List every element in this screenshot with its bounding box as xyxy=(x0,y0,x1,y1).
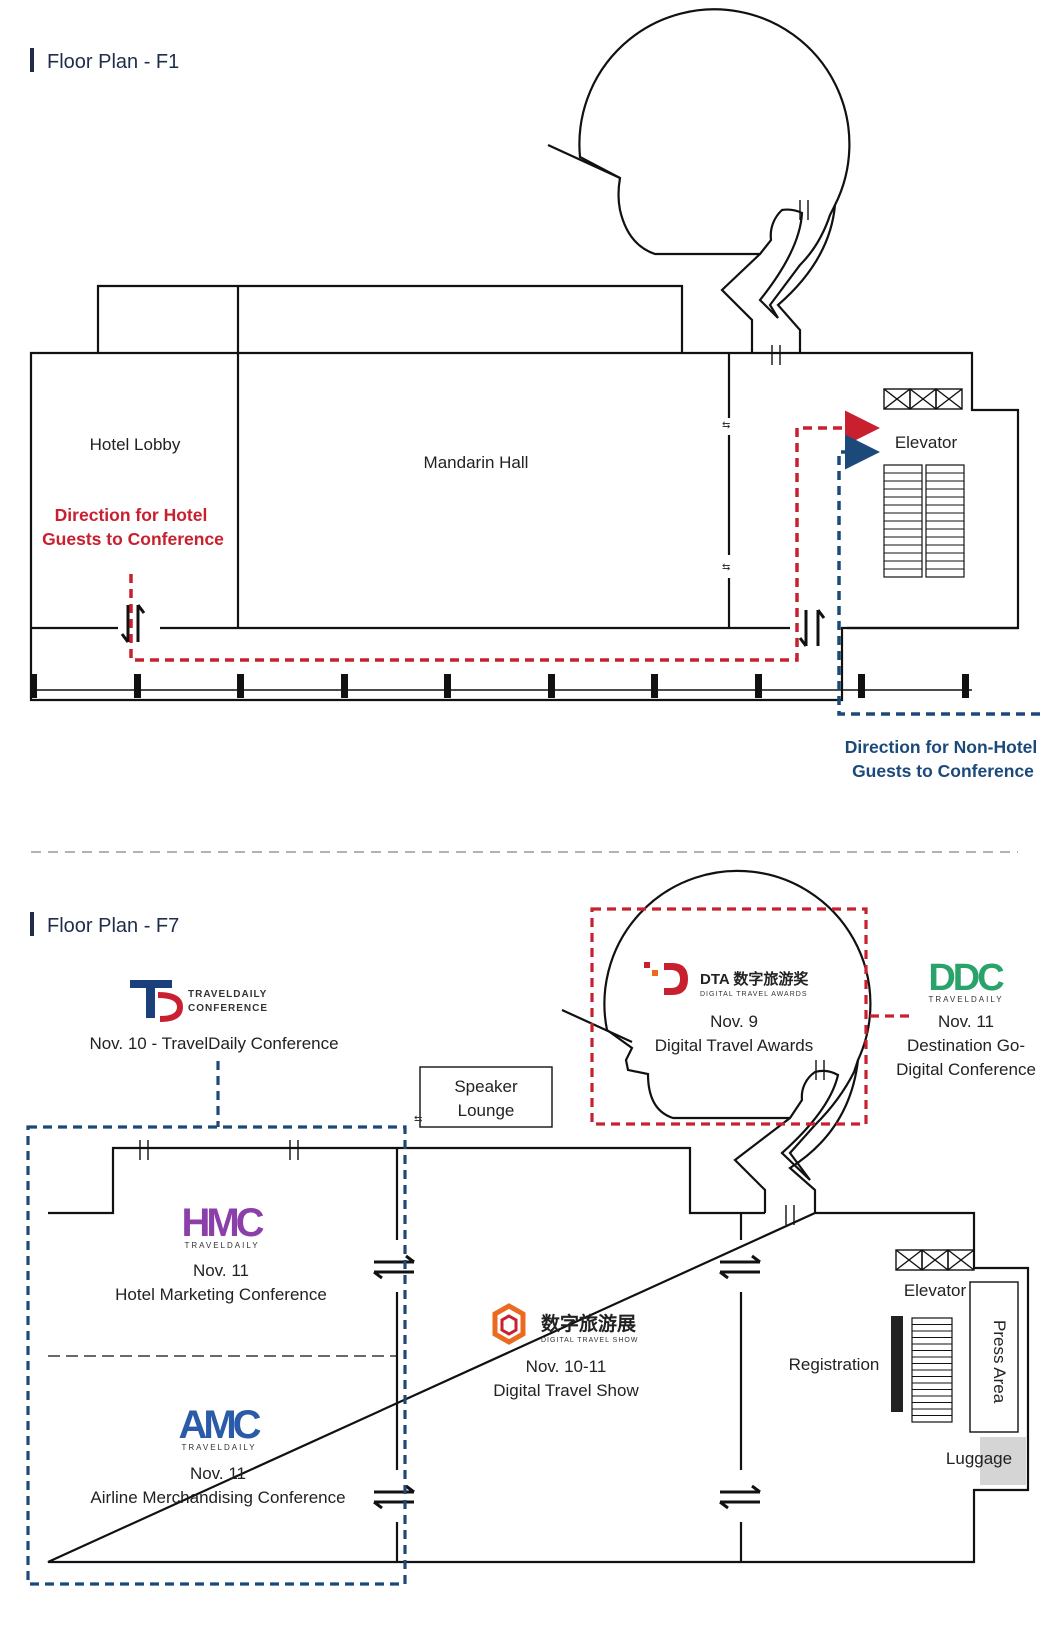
registration-desk xyxy=(891,1316,903,1412)
title-bar-marker xyxy=(30,48,34,72)
ddc-logo-sub: TRAVELDAILY xyxy=(928,995,1003,1004)
dta-highlight-box xyxy=(590,907,868,1126)
door-icon: ⇆ xyxy=(414,1114,423,1125)
amc-date: Nov. 11 xyxy=(190,1464,246,1483)
hotel-guest-direction-line1: Direction for Hotel xyxy=(55,505,208,525)
staircase-icon xyxy=(883,464,965,578)
amc-logo: AMC TRAVELDAILY xyxy=(178,1403,264,1452)
press-area-room xyxy=(969,1281,1019,1433)
dts-logo-sub: DIGITAL TRAVEL SHOW xyxy=(541,1337,638,1344)
floor7-outline xyxy=(47,1146,1030,1564)
elevator-label: Elevator xyxy=(895,433,958,452)
speaker-lounge-label-line1: Speaker xyxy=(454,1077,518,1096)
dta-logo-text: DTA 数字旅游奖 xyxy=(700,970,809,988)
press-area-label: Press Area xyxy=(990,1320,1009,1404)
dome-outline xyxy=(603,869,872,1181)
floor1-outline xyxy=(29,284,1020,702)
ddc-name-line2: Digital Conference xyxy=(896,1060,1036,1079)
hotel-guest-direction-line2: Guests to Conference xyxy=(42,529,224,549)
ddc-logo: DDC TRAVELDAILY xyxy=(928,957,1007,1004)
speaker-lounge-room xyxy=(419,1066,553,1128)
hotel-lobby-label: Hotel Lobby xyxy=(90,435,181,454)
door-icon xyxy=(139,1140,299,1160)
traveldaily-event-label: Nov. 10 - TravelDaily Conference xyxy=(89,1034,338,1053)
corridor-wall-left xyxy=(733,1117,791,1213)
luggage-area xyxy=(980,1437,1026,1485)
dta-logo: DTA 数字旅游奖 DIGITAL TRAVEL AWARDS xyxy=(644,962,809,998)
non-hotel-guest-route xyxy=(837,434,1040,716)
door-icon xyxy=(373,1254,761,1510)
hmc-date: Nov. 11 xyxy=(193,1261,249,1280)
ddc-date: Nov. 11 xyxy=(938,1012,994,1031)
hmc-logo: HMC TRAVELDAILY xyxy=(181,1201,267,1250)
registration-label: Registration xyxy=(789,1355,880,1374)
door-icon: ⇆ xyxy=(722,420,731,431)
dta-logo-sub: DIGITAL TRAVEL AWARDS xyxy=(700,991,807,998)
door-icon xyxy=(815,1060,825,1080)
dome-entry-wall xyxy=(547,144,621,179)
hotel-guest-route xyxy=(129,410,880,662)
traveldaily-logo-line2: CONFERENCE xyxy=(188,1003,268,1014)
ddc-name-line1: Destination Go- xyxy=(907,1036,1025,1055)
elevator-label: Elevator xyxy=(904,1281,967,1300)
speaker-lounge-label-line2: Lounge xyxy=(458,1101,515,1120)
non-hotel-guest-direction-line1: Direction for Non-Hotel xyxy=(845,737,1038,757)
floor1-title: Floor Plan - F1 xyxy=(47,51,179,73)
hmc-logo-text: HMC xyxy=(181,1201,263,1245)
dta-date: Nov. 9 xyxy=(710,1012,758,1031)
hmc-logo-sub: TRAVELDAILY xyxy=(184,1241,259,1250)
facade-pillars xyxy=(30,674,969,698)
dts-logo: 数字旅游展 DIGITAL TRAVEL SHOW xyxy=(492,1303,638,1345)
entrance-door-lobby xyxy=(120,604,146,643)
staircase-icon xyxy=(911,1317,953,1423)
luggage-label: Luggage xyxy=(946,1449,1012,1468)
door-icon: ⇆ xyxy=(722,562,731,573)
amc-logo-sub: TRAVELDAILY xyxy=(181,1443,256,1452)
entrance-door-main xyxy=(798,609,826,647)
corridor-wall-right xyxy=(776,204,837,352)
elevator-icon xyxy=(895,1249,975,1271)
dta-name: Digital Travel Awards xyxy=(655,1036,813,1055)
dome-entry-wall xyxy=(561,1008,633,1044)
floor7-title: Floor Plan - F7 xyxy=(47,915,179,937)
dome-outline xyxy=(578,8,851,319)
dts-logo-text: 数字旅游展 xyxy=(541,1312,636,1335)
door-icon xyxy=(799,200,809,220)
corridor-wall-right xyxy=(788,1059,860,1213)
floor7-section: Floor Plan - F7 Speaker xyxy=(26,869,1036,1586)
dts-name: Digital Travel Show xyxy=(493,1381,639,1400)
elevator-icon xyxy=(883,388,963,410)
title-bar-marker xyxy=(30,912,34,936)
amc-name: Airline Merchandising Conference xyxy=(90,1488,345,1507)
hmc-name: Hotel Marketing Conference xyxy=(115,1285,327,1304)
corridor-wall-left xyxy=(720,253,761,352)
traveldaily-highlight-box xyxy=(26,1061,407,1586)
traveldaily-logo-line1: TRAVELDAILY xyxy=(188,989,267,1000)
door-icon xyxy=(771,345,781,365)
floor1-section: Floor Plan - F1 ⇆ ⇆ xyxy=(29,8,1040,781)
non-hotel-guest-direction-line2: Guests to Conference xyxy=(852,761,1034,781)
amc-logo-text: AMC xyxy=(178,1403,260,1447)
traveldaily-logo: TRAVELDAILY CONFERENCE xyxy=(130,980,268,1022)
mandarin-hall-label: Mandarin Hall xyxy=(424,453,529,472)
ddc-logo-text: DDC xyxy=(928,957,1004,999)
dts-date: Nov. 10-11 xyxy=(526,1357,607,1376)
